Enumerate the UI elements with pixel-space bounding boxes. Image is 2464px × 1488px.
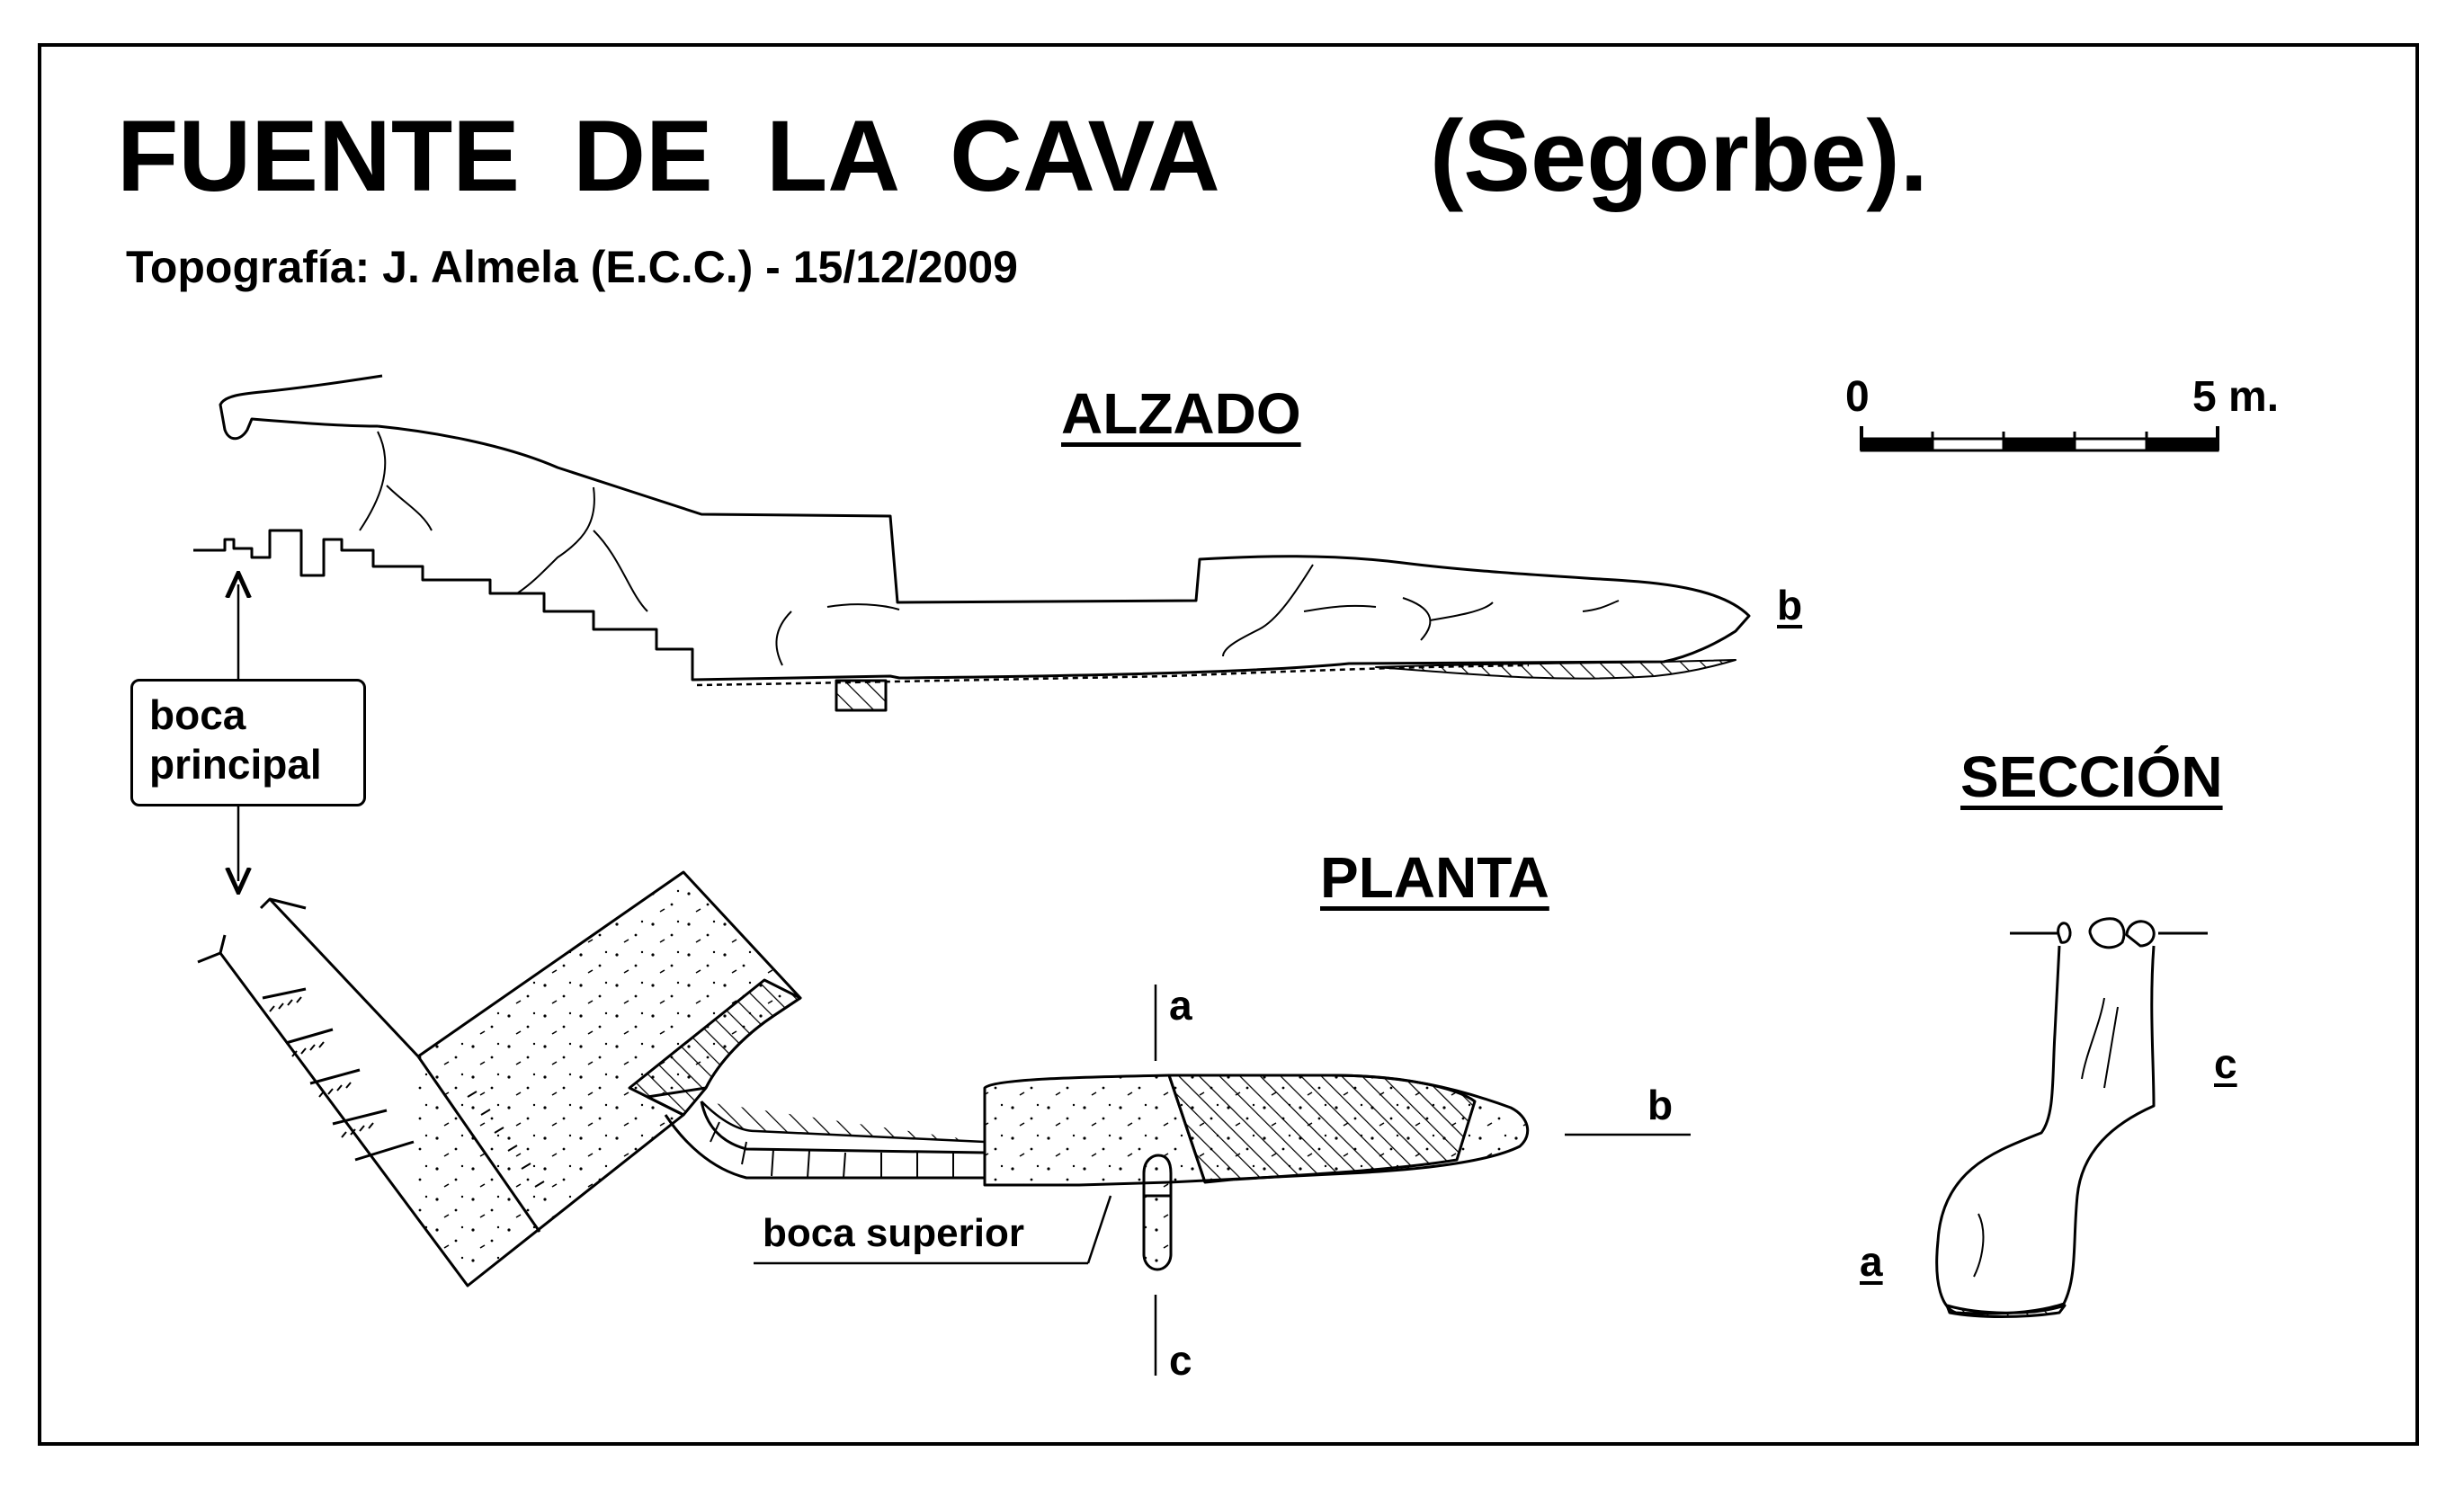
map-title: FUENTE DE LA CAVA [117, 100, 1220, 212]
seccion-label-a: a [1860, 1238, 1883, 1285]
boca-principal-line1: boca [149, 691, 246, 738]
boca-superior-label: boca superior [763, 1211, 1024, 1255]
boca-principal-line2: principal [149, 741, 322, 789]
alzado-profile [193, 374, 1751, 712]
boca-principal-callout: boca principal [130, 679, 366, 806]
drawing-frame [38, 43, 2419, 1446]
map-location: (Segorbe). [1430, 100, 1928, 212]
planta-label-a: a [1169, 982, 1192, 1029]
planta-plan [197, 870, 1691, 1376]
scale-start-label: 0 [1845, 373, 1870, 421]
alzado-label-b: b [1777, 582, 1803, 628]
scale-end-label: 5 m. [2192, 373, 2280, 421]
heading-seccion: SECCIÓN [1960, 744, 2223, 809]
survey-credits: Topografía: J. Almela (E.C.C.) - 15/12/2… [126, 242, 1018, 292]
planta-label-b: b [1647, 1082, 1674, 1128]
planta-label-c: c [1169, 1337, 1192, 1384]
seccion-crosssection [1935, 917, 2208, 1318]
heading-planta: PLANTA [1320, 845, 1549, 910]
scale-bar [1860, 426, 2219, 452]
heading-alzado: ALZADO [1061, 381, 1301, 446]
seccion-label-c: c [2214, 1040, 2237, 1087]
